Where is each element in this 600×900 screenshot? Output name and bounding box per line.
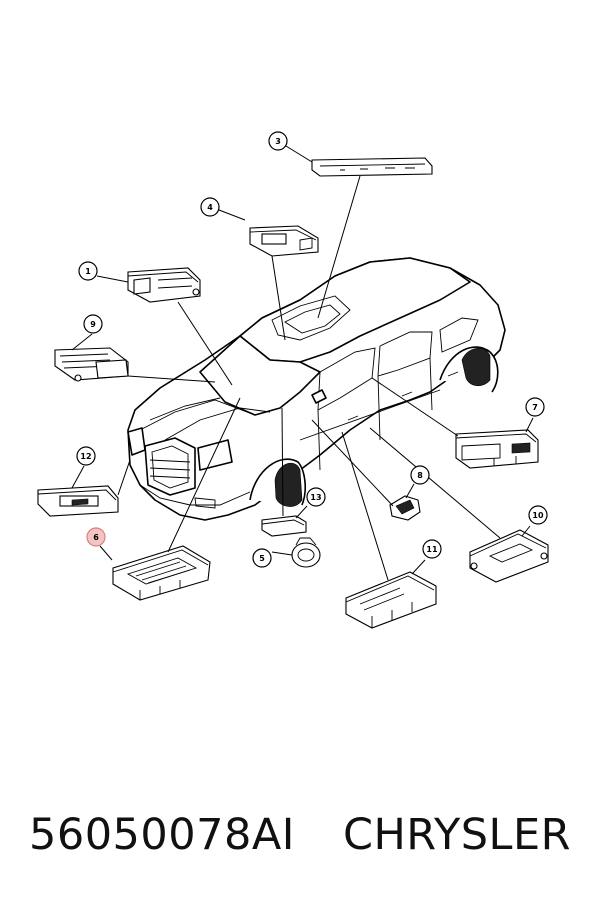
part-12-module	[37, 485, 119, 517]
part-1-module	[127, 267, 201, 303]
part-3-module	[311, 157, 433, 177]
callout-13: 13	[306, 487, 326, 507]
callout-1: 1	[78, 261, 98, 281]
svg-text:7: 7	[532, 403, 538, 412]
svg-text:12: 12	[80, 452, 91, 461]
svg-text:6: 6	[93, 533, 99, 542]
part-4-module	[249, 225, 319, 257]
part-6-module	[112, 545, 211, 601]
svg-text:13: 13	[310, 493, 321, 502]
callout-12: 12	[76, 446, 96, 466]
callout-7: 7	[525, 397, 545, 417]
part-5-module	[291, 537, 321, 568]
callout-6: 6	[86, 527, 106, 547]
callout-11: 11	[422, 539, 442, 559]
callout-8: 8	[410, 465, 430, 485]
callout-5: 5	[252, 548, 272, 568]
svg-text:11: 11	[426, 545, 438, 554]
parts-diagram: 3 4 1 9 12 6 13 5 7 8 10 11	[37, 131, 549, 629]
part-11-module	[345, 571, 437, 629]
svg-text:1: 1	[85, 267, 91, 276]
part-caption: 56050078AI CHRYSLER	[0, 790, 600, 880]
part-10-module	[469, 529, 549, 583]
svg-text:8: 8	[417, 471, 423, 480]
part-9-module	[54, 347, 129, 382]
svg-text:9: 9	[90, 320, 96, 329]
svg-text:10: 10	[532, 511, 544, 520]
part-7-module	[455, 429, 539, 469]
callout-10: 10	[528, 505, 548, 525]
brand-name: CHRYSLER	[342, 810, 572, 860]
car-illustration	[127, 257, 506, 521]
part-8-module	[389, 495, 421, 521]
svg-text:5: 5	[259, 554, 265, 563]
svg-text:3: 3	[275, 137, 281, 146]
leader-lines	[71, 145, 534, 581]
part-13-module	[261, 515, 307, 537]
part-number: 56050078AI	[28, 810, 295, 860]
callout-4: 4	[200, 197, 220, 217]
svg-text:4: 4	[207, 203, 213, 212]
callout-3: 3	[268, 131, 288, 151]
callout-9: 9	[83, 314, 103, 334]
